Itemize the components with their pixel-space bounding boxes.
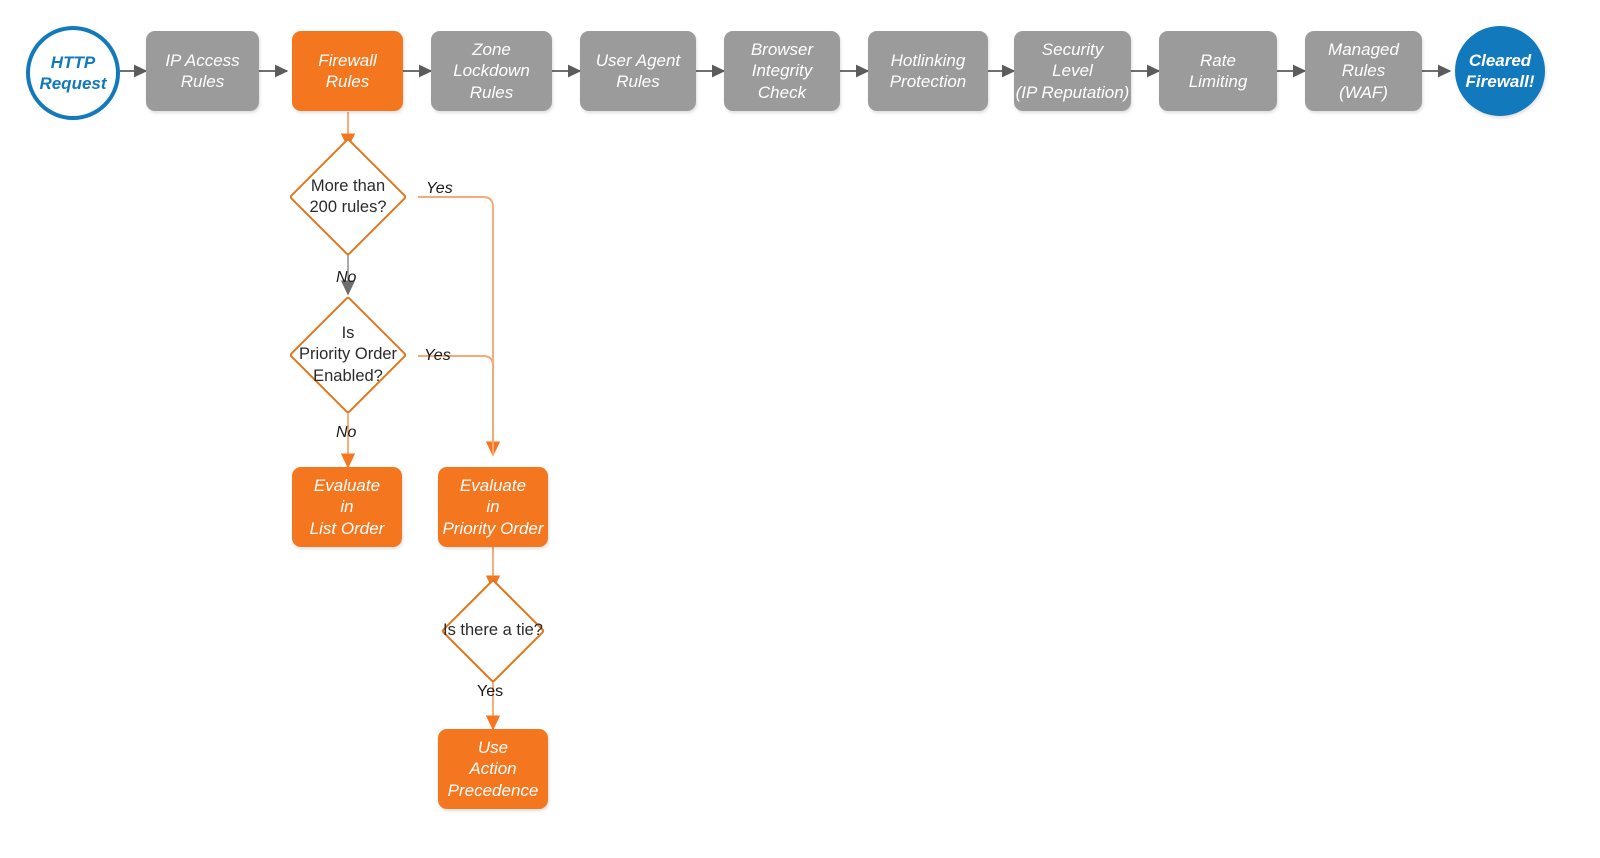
node-browser-integrity-check[interactable]: Browser Integrity Check xyxy=(724,31,840,111)
node-rate-limiting-label: Rate Limiting xyxy=(1188,50,1248,91)
node-evaluate-in-list-order-label: Evaluate in List Order xyxy=(309,475,385,538)
node-managed-rules-waf[interactable]: Managed Rules (WAF) xyxy=(1305,31,1422,111)
decision-more-than-200-rules-label: More than 200 rules? xyxy=(309,176,387,216)
node-zone-lockdown-rules-label: Zone Lockdown Rules xyxy=(453,39,530,102)
node-firewall-rules[interactable]: Firewall Rules xyxy=(292,31,403,111)
node-cleared-firewall-label: Cleared Firewall! xyxy=(1465,50,1535,91)
node-managed-rules-waf-label: Managed Rules (WAF) xyxy=(1328,39,1399,102)
node-use-action-precedence[interactable]: Use Action Precedence xyxy=(438,729,548,809)
node-hotlinking-protection[interactable]: Hotlinking Protection xyxy=(868,31,988,111)
edge-200rules-yes xyxy=(418,196,501,457)
node-hotlinking-protection-label: Hotlinking Protection xyxy=(889,50,967,91)
edge-label-200rules-yes: Yes xyxy=(426,180,453,197)
edge-label-priority-yes: Yes xyxy=(424,347,451,364)
decision-is-priority-order-enabled-label: Is Priority Order Enabled? xyxy=(298,323,398,385)
decision-is-there-a-tie[interactable]: Is there a tie? xyxy=(427,578,559,684)
node-security-level-label: Security Level (IP Reputation) xyxy=(1015,39,1130,102)
node-firewall-rules-label: Firewall Rules xyxy=(318,50,377,91)
edge-priority-yes xyxy=(418,355,494,455)
node-zone-lockdown-rules[interactable]: Zone Lockdown Rules xyxy=(431,31,552,111)
node-rate-limiting[interactable]: Rate Limiting xyxy=(1159,31,1277,111)
decision-is-priority-order-enabled[interactable]: Is Priority Order Enabled? xyxy=(278,295,418,415)
edge-label-200rules-no: No xyxy=(336,269,357,286)
node-cleared-firewall[interactable]: Cleared Firewall! xyxy=(1455,26,1545,116)
edge-label-tie-yes: Yes xyxy=(477,683,504,700)
node-evaluate-in-list-order[interactable]: Evaluate in List Order xyxy=(292,467,402,547)
node-evaluate-in-priority-order[interactable]: Evaluate in Priority Order xyxy=(438,467,548,547)
node-ip-access-rules[interactable]: IP Access Rules xyxy=(146,31,259,111)
node-use-action-precedence-label: Use Action Precedence xyxy=(447,737,539,800)
node-user-agent-rules[interactable]: User Agent Rules xyxy=(580,31,696,111)
node-http-request-label: HTTP Request xyxy=(39,52,107,93)
decision-more-than-200-rules[interactable]: More than 200 rules? xyxy=(278,137,418,257)
node-evaluate-in-priority-order-label: Evaluate in Priority Order xyxy=(442,475,544,538)
decision-is-there-a-tie-label: Is there a tie? xyxy=(443,621,543,640)
node-user-agent-rules-label: User Agent Rules xyxy=(595,50,681,91)
node-browser-integrity-check-label: Browser Integrity Check xyxy=(750,39,814,102)
node-http-request[interactable]: HTTP Request xyxy=(26,26,120,120)
node-ip-access-rules-label: IP Access Rules xyxy=(165,50,240,91)
edge-label-priority-no: No xyxy=(336,424,357,441)
node-security-level[interactable]: Security Level (IP Reputation) xyxy=(1014,31,1131,111)
